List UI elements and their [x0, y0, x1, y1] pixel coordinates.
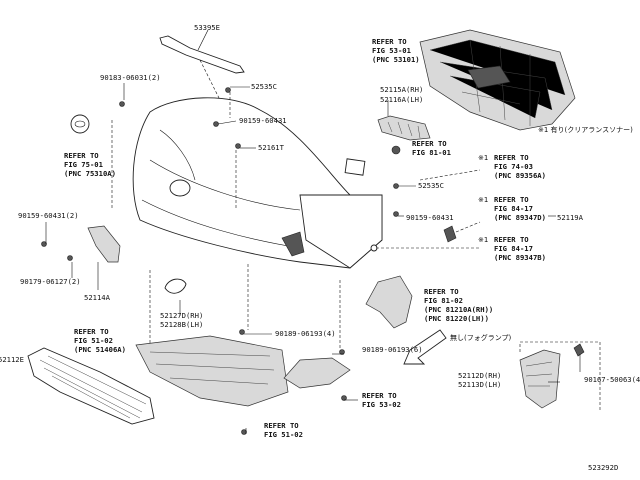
- fastener-icon[interactable]: [391, 145, 401, 155]
- ref-51-02-b[interactable]: REFER TO FIG 51-02: [264, 421, 303, 439]
- label-53395e[interactable]: 53395E: [194, 23, 220, 32]
- towing-hook-cover[interactable]: [164, 278, 187, 294]
- label-90189-b[interactable]: 90189-06193(6): [362, 345, 423, 354]
- part-labels: 53395E 52535C 90183-06031(2) 90159-60431…: [0, 23, 640, 472]
- diagram-id: 523292D: [588, 463, 618, 472]
- mark-84-17b: ※1: [478, 236, 488, 244]
- note-no-fog: 無し(フォグランプ): [450, 333, 512, 342]
- mark-74-03: ※1: [478, 154, 488, 162]
- label-52116a[interactable]: 52116A(LH): [380, 95, 423, 104]
- ref-53-01[interactable]: REFER TO FIG 53-01 (PNC 53101): [372, 37, 420, 64]
- ref-51-02-a[interactable]: REFER TO FIG 51-02 (PNC 51406A): [74, 327, 126, 354]
- notes: ※1 有り(クリアランスソナー) 無し(フォグランプ): [450, 125, 633, 342]
- label-52127d[interactable]: 52127D(RH): [160, 311, 203, 320]
- bumper-bracket-lh[interactable]: [87, 225, 121, 263]
- ref-53-02[interactable]: REFER TO FIG 53-02: [362, 391, 401, 409]
- label-90179[interactable]: 90179-06127(2): [20, 277, 81, 286]
- emblem[interactable]: [70, 114, 90, 134]
- label-52113d[interactable]: 52113D(LH): [458, 380, 501, 389]
- reference-labels: REFER TO FIG 53-01 (PNC 53101) REFER TO …: [64, 37, 546, 439]
- label-90159-right[interactable]: 90159-60431: [406, 213, 454, 222]
- label-52535c-right[interactable]: 52535C: [418, 181, 444, 190]
- label-52128b[interactable]: 52128B(LH): [160, 320, 203, 329]
- mark-84-17d: ※1: [478, 196, 488, 204]
- label-52119a[interactable]: 52119A: [557, 213, 584, 222]
- ref-81-01[interactable]: REFER TO FIG 81-01: [412, 139, 451, 157]
- lower-grille[interactable]: [27, 347, 155, 425]
- label-52161t[interactable]: 52161T: [258, 143, 285, 152]
- fog-lamp-bracket[interactable]: [365, 275, 413, 329]
- label-52112e[interactable]: 52112E: [0, 355, 24, 364]
- label-90159-left[interactable]: 90159-60431(2): [18, 211, 79, 220]
- sensor-cover-plate[interactable]: [344, 158, 366, 176]
- ref-84-17-d[interactable]: REFER TO FIG 84-17 (PNC 89347D): [494, 195, 546, 222]
- label-90183[interactable]: 90183-06031(2): [100, 73, 161, 82]
- clip-icon[interactable]: [573, 343, 585, 357]
- label-52114a[interactable]: 52114A: [84, 293, 111, 302]
- engine-under-cover[interactable]: [135, 335, 289, 407]
- note-clearance-sonar: ※1 有り(クリアランスソナー): [538, 125, 633, 134]
- fasteners: [41, 87, 399, 435]
- label-90159-a[interactable]: 90159-60431: [239, 116, 287, 125]
- ref-75-01[interactable]: REFER TO FIG 75-01 (PNC 75310A): [64, 151, 116, 178]
- fog-lamp-cover[interactable]: [519, 349, 561, 409]
- leader-lines: [45, 29, 601, 434]
- label-90189-a[interactable]: 90189-06193(4): [275, 329, 336, 338]
- label-90167[interactable]: 90167-50063(4): [584, 375, 640, 384]
- ref-84-17-b[interactable]: REFER TO FIG 84-17 (PNC 89347B): [494, 235, 546, 262]
- lower-grille-insert[interactable]: [377, 115, 431, 141]
- label-52112d[interactable]: 52112D(RH): [458, 371, 501, 380]
- radiator-grille[interactable]: [419, 29, 576, 131]
- sensor-bracket[interactable]: [443, 225, 457, 243]
- ref-81-02[interactable]: REFER TO FIG 81-02 (PNC 81210A(RH)) (PNC…: [424, 287, 498, 323]
- upper-seal-strip[interactable]: [159, 35, 245, 74]
- label-52115a[interactable]: 52115A(RH): [380, 85, 423, 94]
- front-bumper-cover[interactable]: [132, 97, 383, 269]
- ref-74-03[interactable]: REFER TO FIG 74-03 (PNC 89356A): [494, 153, 546, 180]
- label-52535c-top[interactable]: 52535C: [251, 82, 277, 91]
- lower-spoiler[interactable]: [283, 357, 351, 389]
